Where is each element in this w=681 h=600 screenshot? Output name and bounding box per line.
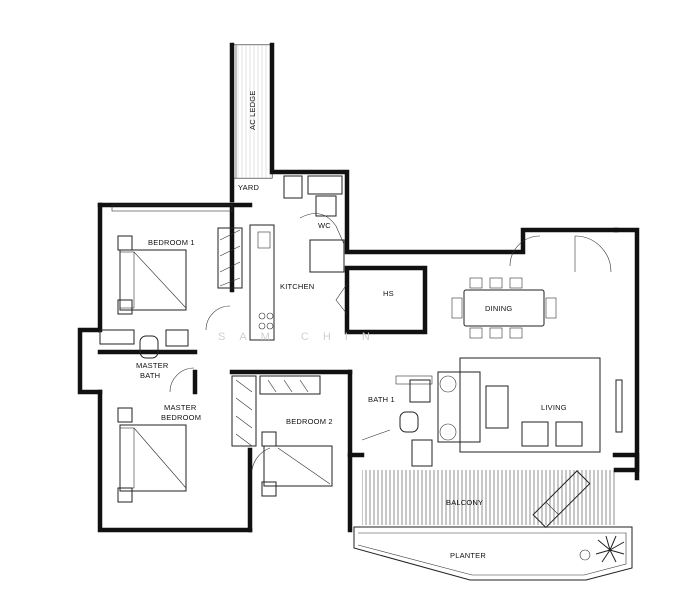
planter-outline [353,526,633,581]
label-master-bath-line2: BATH [140,371,160,380]
ac-ledge [231,44,273,179]
label-hs: HS [383,289,394,298]
watermark: SAM CHIN [218,331,384,343]
label-planter: PLANTER [450,551,486,560]
label-master-bath-line1: MASTER [136,361,169,370]
label-master-bedroom-line1: MASTER [164,403,197,412]
label-bedroom-2: BEDROOM 2 [286,417,333,426]
balcony-decking [362,470,615,525]
label-bath-1: BATH 1 [368,395,395,404]
label-master-bedroom-line2: BEDROOM [161,413,201,422]
label-living: LIVING [541,403,567,412]
label-wc: WC [318,221,331,230]
interior-lines [99,175,625,563]
label-kitchen: KITCHEN [280,282,314,291]
label-bedroom-1: BEDROOM 1 [148,238,195,247]
room-labels: AC LEDGE YARD WC BEDROOM 1 KITCHEN HS DI… [136,90,567,560]
label-ac-ledge: AC LEDGE [248,90,257,130]
walls [77,42,640,533]
label-balcony: BALCONY [446,498,483,507]
label-yard: YARD [238,183,259,192]
label-dining: DINING [485,304,512,313]
